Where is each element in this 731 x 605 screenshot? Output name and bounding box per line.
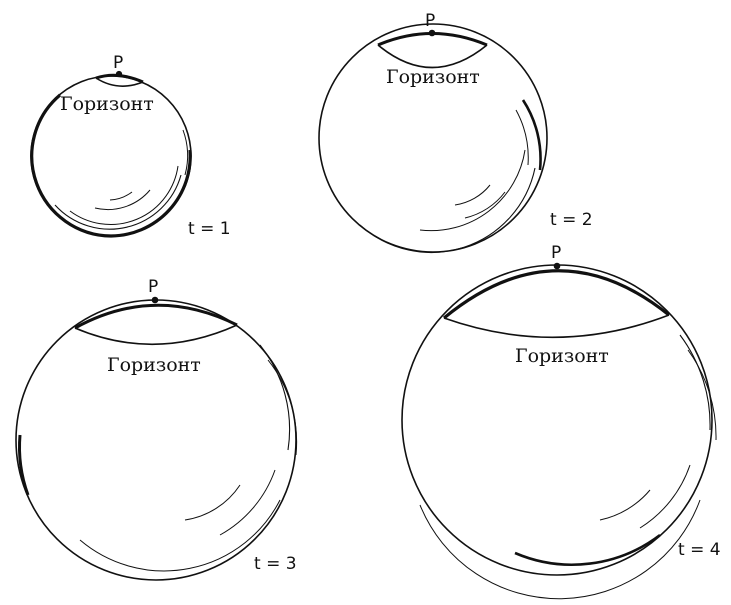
horizon-arc (443, 314, 670, 339)
sphere-t2: P Горизонт t = 2 (318, 11, 593, 254)
point-label: P (148, 277, 158, 297)
sphere-shading (419, 149, 526, 232)
sphere-outline (318, 23, 548, 253)
sphere-shading (94, 189, 151, 211)
sphere-shading (69, 165, 179, 225)
time-label: t = 2 (550, 210, 593, 230)
sphere-thick-rim (30, 93, 112, 238)
horizon-label: Горизонт (515, 345, 609, 367)
time-label: t = 4 (678, 540, 721, 560)
horizon-arc (377, 44, 488, 69)
sphere-shading (359, 167, 536, 254)
sphere-shading (184, 484, 241, 521)
sphere-t3: P Горизонт t = 3 (15, 277, 298, 581)
sphere-shading (515, 109, 529, 166)
horizon-cap (442, 269, 671, 320)
horizon-label: Горизонт (386, 66, 480, 88)
point-label: P (551, 243, 561, 263)
horizon-arc (74, 324, 238, 346)
sphere-shading (109, 191, 133, 201)
sphere-shading (454, 184, 491, 206)
horizon-label: Горизонт (107, 354, 201, 376)
point-label: P (425, 11, 435, 31)
point-label: P (113, 53, 123, 73)
sphere-shading (267, 359, 298, 456)
sphere-thick-rim (110, 149, 192, 238)
sphere-t1: P Горизонт t = 1 (30, 53, 231, 239)
sphere-shading (687, 349, 717, 441)
sphere-shading (639, 464, 691, 529)
horizon-arc (95, 77, 144, 87)
sphere-shading (419, 499, 701, 600)
sphere-outline (15, 299, 297, 581)
sphere-shading (18, 434, 30, 496)
sphere-shading (182, 129, 189, 176)
observer-point (115, 70, 123, 78)
sphere-t4: P Горизонт t = 4 (401, 243, 721, 600)
observer-point (151, 296, 159, 304)
horizon-label: Горизонт (60, 93, 154, 115)
sphere-shading (514, 533, 661, 566)
sphere-shading (464, 191, 506, 219)
observer-point (428, 29, 436, 37)
sphere-shading (79, 499, 281, 572)
sphere-shading (54, 174, 182, 230)
sphere-shading (599, 489, 651, 521)
observer-point (553, 262, 561, 270)
sphere-shading (259, 344, 291, 451)
time-label: t = 3 (254, 554, 297, 574)
sphere-shading (679, 334, 711, 431)
sphere-shading (219, 469, 276, 536)
time-label: t = 1 (188, 219, 231, 239)
sphere-shading (521, 99, 542, 171)
horizon-cap (74, 303, 238, 330)
